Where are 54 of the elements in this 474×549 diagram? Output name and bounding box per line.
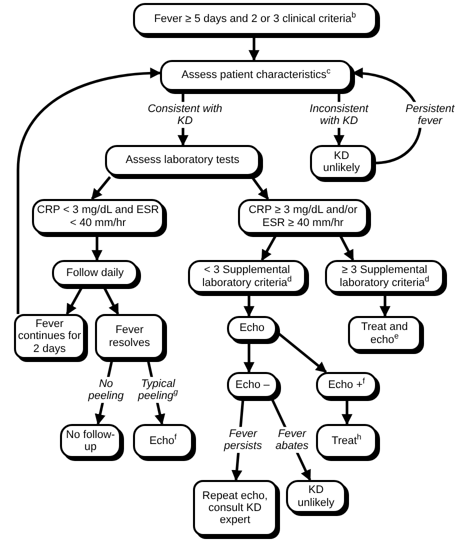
- arrow: [92, 235, 102, 262]
- process-box: [52, 260, 138, 286]
- node-text: Assess laboratory tests: [126, 154, 240, 167]
- arrow: [16, 68, 162, 314]
- process-box: [310, 145, 373, 179]
- node-text: No follow-up: [65, 428, 116, 454]
- process-box: [286, 480, 346, 513]
- process-box: [160, 60, 352, 91]
- arrow: [338, 234, 354, 261]
- process-box: [325, 260, 444, 293]
- node-text: Treat and echo$^{e}$: [360, 321, 409, 346]
- node-text: Fever continues for 2 days: [18, 318, 81, 355]
- node-text: KD unlikely: [322, 150, 361, 174]
- process-box: [193, 480, 277, 536]
- process-box: [133, 3, 377, 35]
- node-text: Treat$^{h}$: [332, 434, 362, 448]
- arrow: [380, 294, 390, 318]
- process-box: [227, 372, 278, 398]
- arrow: [244, 342, 254, 374]
- process-box: [348, 316, 421, 351]
- node-text: Echo$^{f}$: [149, 434, 177, 448]
- process-box: [60, 424, 121, 458]
- process-box: [188, 260, 306, 293]
- process-box: [32, 199, 164, 234]
- arrow: [91, 176, 111, 200]
- node-text: Repeat echo, consult KD expert: [201, 490, 269, 526]
- node-text: Follow daily: [66, 266, 124, 280]
- process-box: [105, 145, 260, 176]
- node-text: Echo –: [235, 378, 270, 392]
- arrow: [102, 286, 120, 315]
- arrow: [260, 234, 278, 261]
- node-text: < 3 Supplemental laboratory criteria$^{d}$: [201, 264, 293, 289]
- node-text: Fever resolves: [108, 324, 151, 349]
- node-text: ≥ 3 Supplemental laboratory criteria$^{d}$: [338, 264, 430, 289]
- process-box: [316, 372, 377, 398]
- node-text: CRP < 3 mg/dL and ESR < 40 mm/hr: [36, 204, 160, 229]
- node-text: Echo +$^{f}$: [328, 378, 365, 392]
- edge-label: Consistent with KD: [145, 102, 225, 128]
- arrow: [342, 399, 352, 426]
- process-box: [227, 316, 277, 341]
- arrow: [66, 286, 84, 315]
- arrow: [250, 176, 270, 200]
- arrow: [248, 36, 260, 62]
- arrow: [277, 332, 327, 373]
- node-text: Assess patient characteristics$^{c}$: [182, 69, 330, 82]
- process-box: [95, 314, 164, 359]
- process-box: [133, 424, 193, 458]
- process-box: [316, 424, 377, 458]
- node-text: Fever ≥ 5 days and 2 or 3 clinical criteria$^{b}$: [154, 12, 356, 26]
- arrow: [244, 294, 254, 318]
- node-text: KD unlikely: [296, 484, 336, 509]
- process-box: [238, 199, 368, 234]
- node-text: CRP ≥ 3 mg/dL and/or ESR ≥ 40 mm/hr: [248, 204, 358, 229]
- node-text: Echo: [239, 322, 265, 335]
